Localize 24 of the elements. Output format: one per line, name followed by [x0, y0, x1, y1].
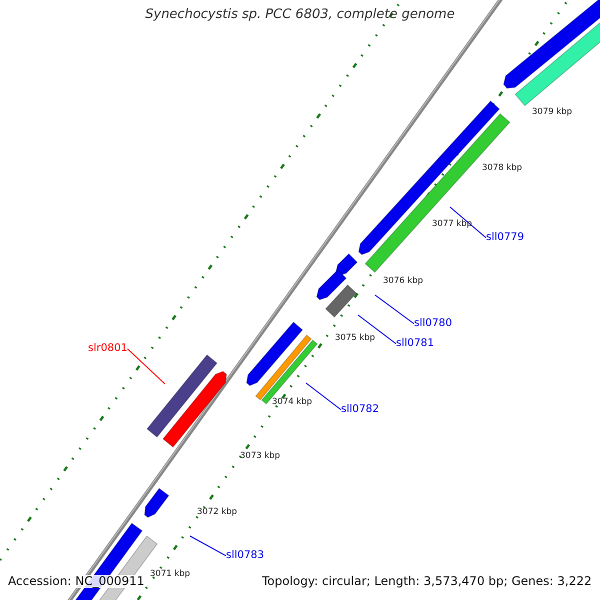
- genome-info-text: Topology: circular; Length: 3,573,470 bp; Genes: 3,222: [262, 575, 592, 588]
- leader-line: [126, 348, 166, 384]
- title: Synechocystis sp. PCC 6803, complete genome: [144, 8, 456, 22]
- scale-label: 3078 kbp: [482, 164, 522, 174]
- accession-text: Accession: NC_000911: [8, 575, 144, 588]
- leader-line: [190, 536, 226, 556]
- leader-line: [450, 206, 486, 238]
- scale-label: 3077 kbp: [432, 220, 472, 230]
- leader-line: [358, 314, 396, 344]
- scale-label: 3073 kbp: [240, 452, 280, 462]
- scale-label: 3071 kbp: [150, 570, 190, 580]
- scale-label: 3076 kbp: [383, 277, 424, 286]
- leader-line: [374, 294, 414, 324]
- scale-label: 3079 kbp: [532, 108, 572, 118]
- gene-label: slr0801: [88, 343, 128, 355]
- gene-label: sll0779: [486, 232, 524, 244]
- gene-label: sll0780: [414, 318, 452, 330]
- gene-label: sll0783: [226, 550, 264, 562]
- scale-label: 3072 kbp: [197, 508, 238, 518]
- gene-label: sll0782: [341, 404, 380, 416]
- scale-label: 3074 kbp: [272, 398, 312, 408]
- gene-label: sll0781: [396, 338, 434, 350]
- leader-line: [306, 382, 342, 410]
- scale-label: 3075 kbp: [335, 334, 376, 344]
